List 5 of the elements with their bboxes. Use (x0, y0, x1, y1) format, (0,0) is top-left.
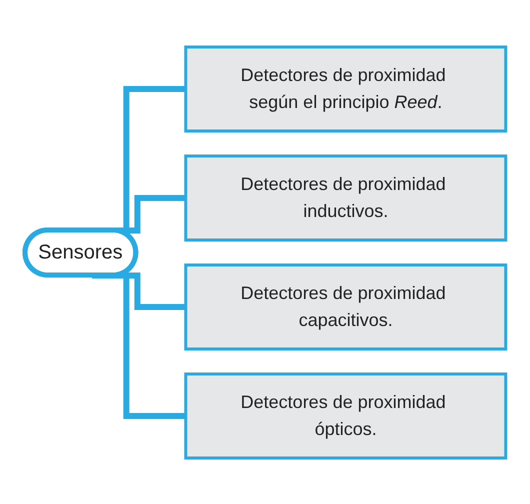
node-box: Detectores de proximidad ópticos. (184, 372, 507, 459)
node-box: Detectores de proximidad inductivos. (184, 154, 507, 241)
node-box: Detectores de proximidad según el principio Reed. (184, 45, 507, 132)
node-box: Detectores de proximidad capacitivos. (184, 263, 507, 350)
connector (92, 272, 186, 418)
